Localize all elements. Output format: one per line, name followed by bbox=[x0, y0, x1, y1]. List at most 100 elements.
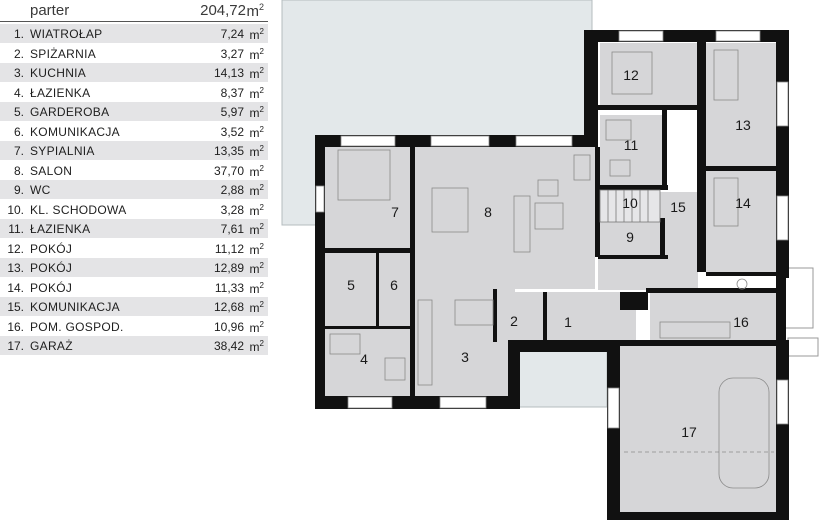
room-area-unit: m2 bbox=[249, 105, 264, 120]
room-area-unit: m2 bbox=[249, 66, 264, 81]
window bbox=[776, 379, 789, 425]
room-label-13: 13 bbox=[735, 117, 751, 133]
room-number: 17. bbox=[7, 339, 24, 353]
room-area-unit: m2 bbox=[249, 163, 264, 179]
room-area-unit: m2 bbox=[249, 202, 264, 218]
room-14-floor bbox=[706, 170, 776, 273]
room-name: SYPIALNIA bbox=[30, 144, 95, 158]
room-number: 2. bbox=[13, 46, 24, 61]
wall bbox=[315, 135, 325, 409]
bed bbox=[611, 51, 653, 95]
bed bbox=[713, 49, 739, 101]
shower bbox=[384, 357, 406, 381]
room-label-4: 4 bbox=[360, 351, 368, 367]
coffee-table bbox=[534, 202, 564, 230]
wall bbox=[706, 272, 776, 276]
legend-total-area: 204,72 bbox=[200, 2, 246, 19]
room-area-unit: m2 bbox=[249, 339, 264, 354]
wall bbox=[315, 396, 519, 409]
room-label-15: 15 bbox=[670, 199, 686, 215]
room-area-unit: m2 bbox=[249, 124, 264, 140]
room-area: 13,35 bbox=[213, 144, 244, 158]
armchair bbox=[537, 179, 559, 197]
room-area-unit: m2 bbox=[249, 280, 264, 296]
wall bbox=[646, 288, 776, 293]
wall bbox=[584, 30, 598, 147]
room-area: 37,70 bbox=[213, 163, 244, 178]
room-name: SPIŻARNIA bbox=[30, 46, 97, 61]
room-label-9: 9 bbox=[626, 229, 634, 245]
room-12-floor bbox=[600, 43, 697, 105]
furniture bbox=[329, 49, 774, 489]
room-area: 7,24 bbox=[220, 27, 244, 41]
room-number: 4. bbox=[13, 85, 24, 100]
room-area-unit: m2 bbox=[249, 27, 264, 42]
room-label-10: 10 bbox=[622, 195, 638, 211]
kitchen-island bbox=[454, 299, 494, 326]
room-name: KUCHNIA bbox=[30, 66, 87, 80]
room-6-floor bbox=[376, 252, 410, 326]
room-area-unit: m2 bbox=[249, 300, 264, 315]
bed bbox=[713, 177, 739, 227]
window bbox=[439, 396, 487, 409]
room-name: SALON bbox=[30, 163, 73, 178]
bed bbox=[337, 149, 391, 201]
room-number: 9. bbox=[13, 183, 24, 197]
room-area-unit: m2 bbox=[249, 85, 264, 101]
room-number: 8. bbox=[13, 163, 24, 178]
terrace-entrance bbox=[514, 349, 608, 408]
wall bbox=[776, 30, 789, 278]
room-area-unit: m2 bbox=[249, 222, 264, 237]
room-number: 10. bbox=[7, 202, 24, 217]
room-number: 1. bbox=[13, 27, 24, 41]
utility-counter bbox=[659, 321, 731, 339]
wall bbox=[410, 253, 415, 396]
wall bbox=[410, 147, 415, 248]
room-number: 16. bbox=[7, 319, 24, 334]
sink bbox=[609, 159, 631, 177]
window bbox=[607, 387, 620, 429]
room-number: 14. bbox=[7, 280, 24, 295]
room-name: GARAŻ bbox=[30, 339, 73, 353]
window bbox=[340, 135, 396, 147]
room-8-floor bbox=[415, 147, 595, 289]
room-label-17: 17 bbox=[681, 424, 697, 440]
room-name: POKÓJ bbox=[30, 261, 73, 275]
room-area-unit: m2 bbox=[249, 144, 264, 159]
room-label-8: 8 bbox=[484, 204, 492, 220]
room-area: 3,27 bbox=[220, 46, 244, 61]
room-area-unit: m2 bbox=[249, 319, 264, 335]
room-name: ŁAZIENKA bbox=[30, 85, 91, 100]
wall bbox=[697, 42, 706, 272]
room-number: 12. bbox=[7, 241, 24, 256]
room-label-3: 3 bbox=[461, 349, 469, 365]
room-number: 5. bbox=[13, 105, 24, 119]
room-number: 3. bbox=[13, 66, 24, 80]
room-16-floor bbox=[650, 292, 776, 340]
window bbox=[315, 185, 325, 213]
room-9-floor bbox=[600, 222, 660, 255]
room-area: 11,33 bbox=[214, 280, 244, 295]
window bbox=[430, 135, 490, 147]
room-13-floor bbox=[706, 43, 776, 166]
room-17-floor bbox=[620, 345, 776, 513]
wall bbox=[595, 147, 600, 257]
dining-table bbox=[431, 187, 469, 233]
legend-row: 3. KUCHNIA 14,13 m2 bbox=[0, 63, 268, 82]
room-label-12: 12 bbox=[623, 67, 639, 83]
room-name: POM. GOSPOD. bbox=[30, 319, 124, 334]
wall bbox=[776, 340, 789, 520]
car bbox=[718, 377, 770, 489]
room-area: 14,13 bbox=[213, 66, 244, 80]
staircase bbox=[599, 189, 661, 223]
side-step bbox=[787, 337, 819, 357]
room-area: 8,37 bbox=[220, 85, 244, 100]
legend-header: parter 204,72 m2 bbox=[0, 0, 268, 22]
